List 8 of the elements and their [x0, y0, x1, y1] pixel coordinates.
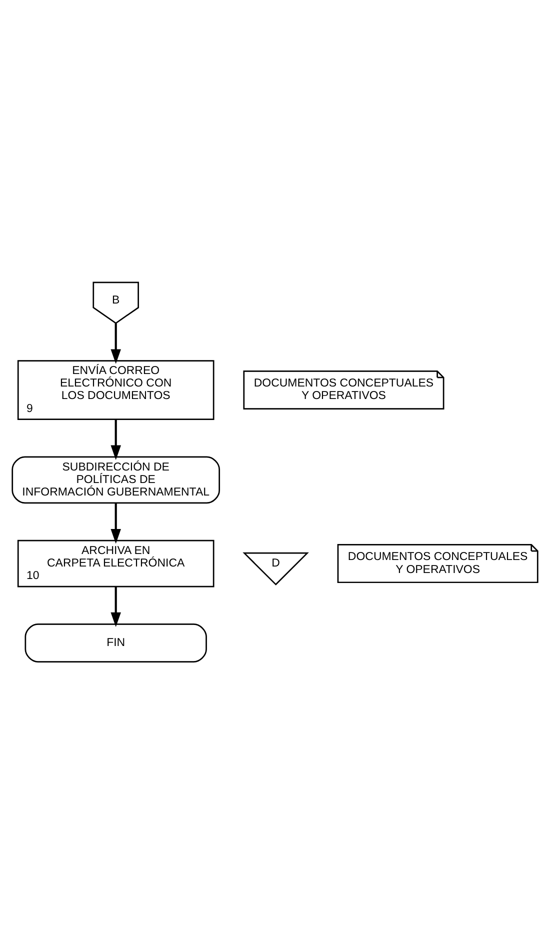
arrow — [110, 322, 121, 364]
node-box: ENVÍA CORREO ELECTRÓNICO CON LOS DOCUMENTOS 9 — [17, 360, 214, 420]
node-box: SUBDIRECCIÓN DE POLÍTICAS DE INFORMACIÓN GUBERNAMENTAL — [12, 456, 220, 504]
arrow — [110, 418, 121, 460]
node-box: FIN — [24, 623, 207, 662]
arrow — [110, 502, 121, 544]
node-box: ARCHIVA EN CARPETA ELECTRÓNICA 10 — [17, 539, 214, 587]
arrow — [110, 586, 121, 627]
